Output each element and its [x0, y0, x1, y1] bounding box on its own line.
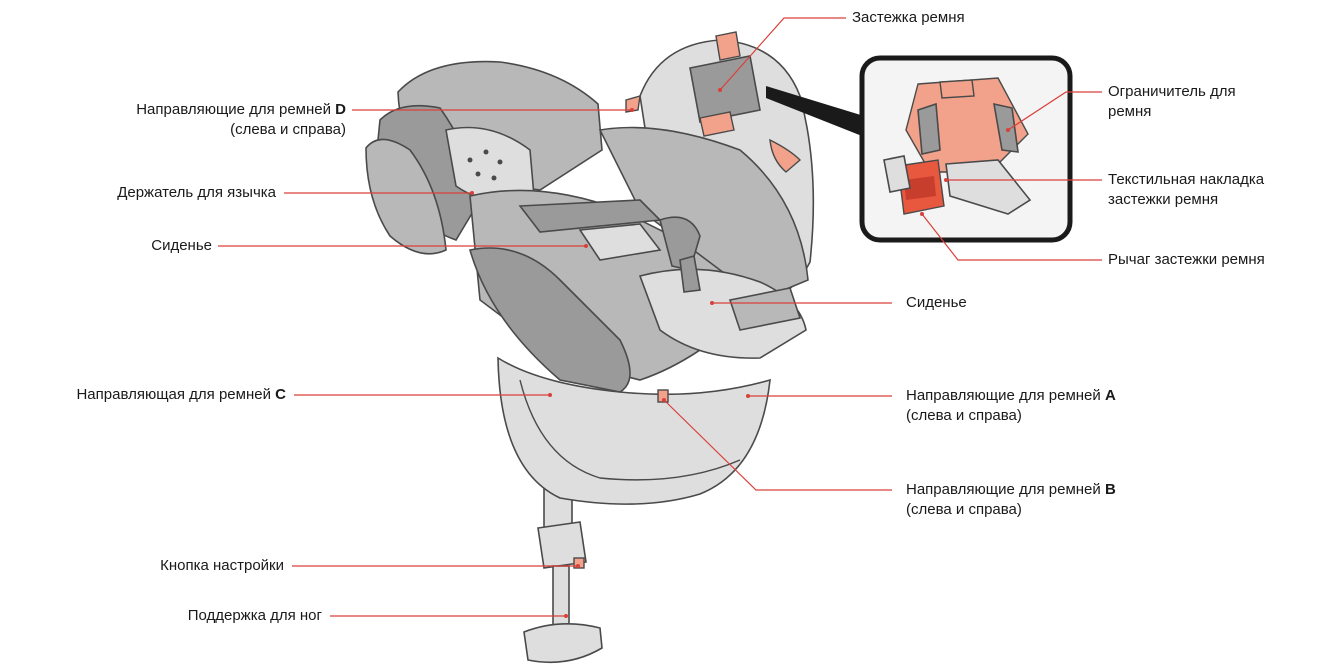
- label-strap-guides-b: Направляющие для ремней B (слева и справ…: [906, 480, 1116, 520]
- label-strap-guides-d: Направляющие для ремней D (слева и справ…: [136, 100, 346, 140]
- label-strap-limiter: Ограничитель для ремня: [1108, 82, 1236, 122]
- leader-dot-seat-left: [584, 244, 588, 248]
- label-strap-limiter-line2: ремня: [1108, 102, 1236, 122]
- leader-dot-leg-support: [564, 614, 568, 618]
- label-buckle: Застежка ремня: [852, 8, 965, 28]
- leader-dot-strap-limiter: [1006, 128, 1010, 132]
- leader-dot-strap-guides-d: [630, 108, 634, 112]
- label-strap-guides-a-sub: (слева и справа): [906, 406, 1116, 426]
- leg-support-illustration: [524, 480, 602, 662]
- label-strap-guides-b-sub: (слева и справа): [906, 500, 1116, 520]
- leader-dot-seat-right: [710, 301, 714, 305]
- label-strap-guides-a-letter: A: [1105, 387, 1116, 404]
- label-strap-guides-d-letter: D: [335, 101, 346, 118]
- leader-dot-buckle-lever: [920, 212, 924, 216]
- label-buckle-pad-line2: застежки ремня: [1108, 190, 1264, 210]
- leader-dot-strap-guide-c: [548, 393, 552, 397]
- leader-dot-buckle: [718, 88, 722, 92]
- label-seat-left: Сиденье: [151, 236, 212, 256]
- leader-dot-strap-guides-b: [662, 398, 666, 402]
- leader-dot-adjust-button: [576, 564, 580, 568]
- label-strap-guides-d-sub: (слева и справа): [136, 120, 346, 140]
- leader-dot-buckle-pad: [944, 178, 948, 182]
- seat-base-illustration: [498, 358, 770, 504]
- label-strap-limiter-line1: Ограничитель для: [1108, 82, 1236, 102]
- label-strap-guide-c-text: Направляющая для ремней: [76, 386, 271, 403]
- label-tongue-holder: Держатель для язычка: [117, 183, 276, 203]
- label-strap-guides-d-text: Направляющие для ремней: [136, 101, 331, 118]
- label-adjust-button: Кнопка настройки: [160, 556, 284, 576]
- label-seat-right: Сиденье: [906, 293, 967, 313]
- leader-dot-tongue-holder: [470, 191, 474, 195]
- label-leg-support: Поддержка для ног: [188, 606, 322, 626]
- label-strap-guides-b-letter: B: [1105, 481, 1116, 498]
- label-buckle-lever: Рычаг застежки ремня: [1108, 250, 1265, 270]
- label-strap-guide-c: Направляющая для ремней C: [76, 385, 286, 405]
- leader-dot-strap-guides-a: [746, 394, 750, 398]
- label-buckle-pad: Текстильная накладка застежки ремня: [1108, 170, 1264, 210]
- label-strap-guides-b-text: Направляющие для ремней: [906, 481, 1101, 498]
- label-buckle-pad-line1: Текстильная накладка: [1108, 170, 1264, 190]
- label-strap-guide-c-letter: C: [275, 386, 286, 403]
- label-strap-guides-a: Направляющие для ремней A (слева и справ…: [906, 386, 1116, 426]
- label-strap-guides-a-text: Направляющие для ремней: [906, 387, 1101, 404]
